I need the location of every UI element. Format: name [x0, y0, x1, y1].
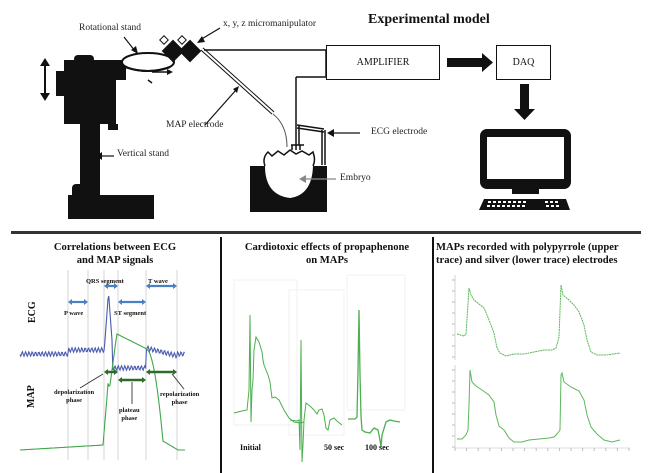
daq-box: DAQ [496, 45, 551, 80]
ecg-map-chart [19, 270, 185, 460]
label-vertical-stand: Vertical stand [117, 149, 169, 159]
trace-initial [233, 314, 305, 424]
label-rotational-stand: Rotational stand [79, 23, 142, 33]
panel2-title: Cardiotoxic effects of propaphenone on M… [222, 241, 432, 267]
label-map-electrode: MAP electrode [166, 120, 224, 130]
propaphenone-chart [233, 274, 406, 463]
diagram-title: Experimental model [368, 12, 490, 27]
repolarization-label-line1: repolarization [160, 391, 200, 398]
depolarization-label-line1: depolarization [54, 389, 95, 396]
depolarization-arrow-icon [104, 369, 118, 375]
panel1-title-line1: Correlations between ECG [53, 242, 177, 253]
depolarization-label: depolarization phase [54, 389, 94, 405]
trace-100sec [348, 309, 401, 448]
panel3-title-line2: trace) and silver (lower trace) electrod… [436, 255, 618, 266]
panel-divider-1 [220, 237, 222, 473]
vertical-stand-arrow-icon [96, 152, 114, 160]
repolarization-label-line2: phase [171, 399, 188, 406]
plateau-label-line2: phase [121, 415, 138, 422]
panel2-title-line2: on MAPs [305, 255, 349, 266]
qrs-arrow-icon [104, 283, 118, 289]
label-embryo: Embryo [340, 173, 371, 183]
st-label: ST segment [114, 310, 147, 317]
panel-divider-2 [432, 237, 434, 473]
ecg-trace [19, 295, 185, 372]
plateau-label-line1: plateau [119, 407, 140, 414]
trace-polypyrrole [456, 284, 621, 357]
depolarization-label-line2: phase [66, 397, 82, 404]
repolarization-label: repolarization phase [160, 391, 199, 407]
vertical-stand-icon [56, 55, 154, 219]
repolarization-arrow-icon [146, 369, 177, 375]
label-micromanipulator: x, y, z micromanipulator [223, 19, 317, 29]
panel2-title-line1: Cardiotoxic effects of propaphenone [244, 242, 410, 253]
trace-label-100sec: 100 sec [365, 443, 390, 452]
embryo-holder-icon [250, 149, 327, 212]
trace-label-initial: Initial [240, 443, 261, 452]
amplifier-box: AMPLIFIER [326, 45, 440, 80]
section-divider [11, 231, 641, 234]
setup-diagram [40, 27, 571, 219]
twave-label: T wave [148, 278, 168, 285]
panel1-title: Correlations between ECG and MAP signals [20, 241, 210, 267]
pwave-label: P wave [64, 310, 84, 317]
panel1-title-line2: and MAP signals [76, 255, 154, 266]
panel3-title: MAPs recorded with polypyrrole (upper tr… [436, 241, 648, 267]
panel3-title-line1: MAPs recorded with polypyrrole (upper [436, 242, 619, 253]
gridlines [67, 270, 178, 460]
axis-ticks [452, 279, 630, 451]
trace-silver [457, 369, 621, 443]
qrs-label: QRS segment [86, 278, 124, 285]
trace-label-50sec: 50 sec [324, 443, 345, 452]
label-ecg-electrode: ECG electrode [371, 127, 428, 137]
ecg-electrode-icon [291, 124, 326, 165]
st-arrow-icon [118, 299, 146, 305]
trace-50sec [289, 339, 343, 463]
height-adjust-arrow-icon [40, 58, 50, 101]
plateau-label: plateau phase [119, 407, 140, 423]
twave-arrow-icon [146, 283, 177, 289]
pwave-arrow-icon [68, 299, 88, 305]
plateau-arrow-icon [118, 377, 146, 383]
map-trace [19, 333, 185, 451]
electrode-comparison-chart [452, 275, 630, 451]
computer-icon [479, 129, 571, 210]
